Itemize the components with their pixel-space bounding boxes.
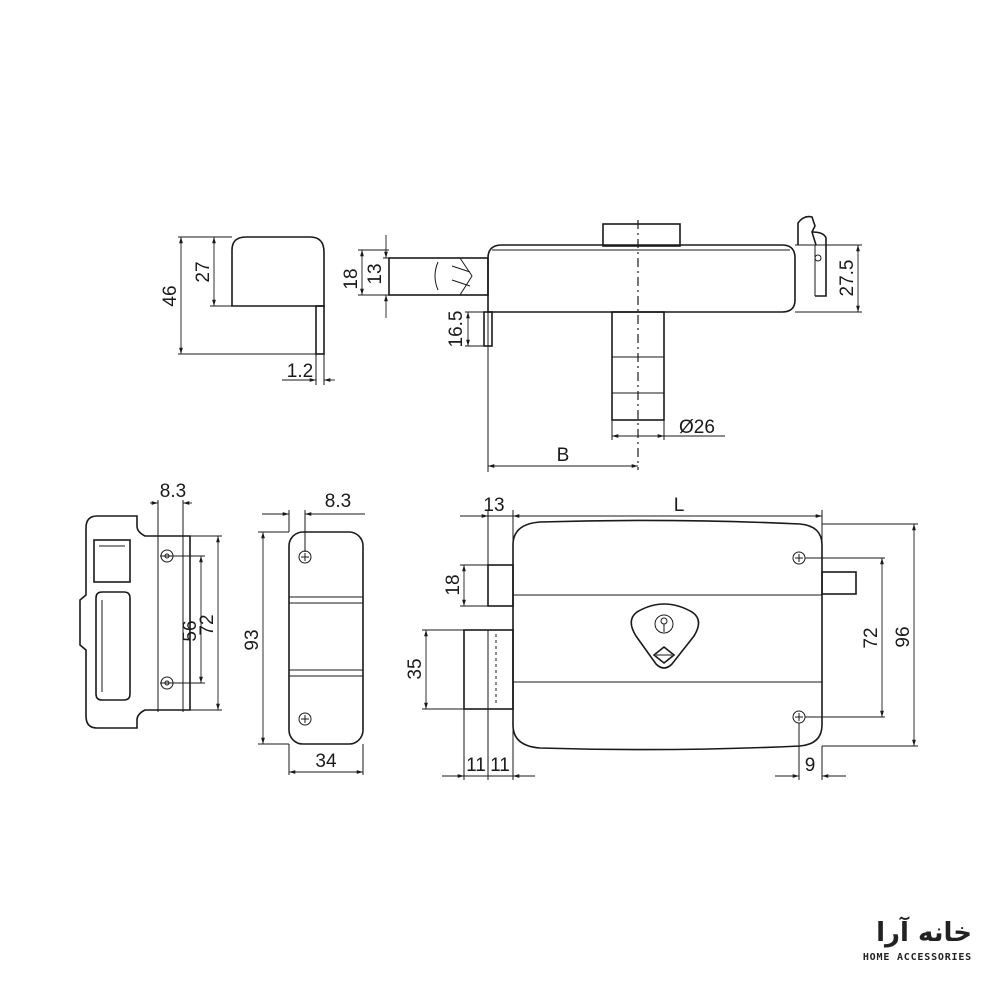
dim-bolt-inner: 13: [365, 263, 386, 284]
dim-cylinder-diameter: Ø26: [679, 417, 715, 438]
dim-body-hole-spacing: 72: [861, 627, 882, 648]
face-plate-view: [79, 500, 222, 729]
dim-strike-height: 46: [160, 285, 181, 306]
dim-keeper-height: 93: [242, 629, 263, 650]
brand-logo-persian: خانه آرا: [876, 918, 972, 948]
dim-plate-hole-offset: 8.3: [160, 481, 186, 502]
keeper-front-view: [258, 510, 365, 775]
dim-body-hole-inset: 9: [805, 755, 816, 776]
brand-tagline: HOME ACCESSORIES: [862, 952, 972, 963]
dim-latch-height: 35: [405, 658, 426, 679]
dim-latch-width-a: 11: [466, 755, 486, 776]
dim-keeper-width: 34: [315, 751, 337, 772]
dim-deadbolt-height: 18: [443, 574, 464, 595]
dim-backset: B: [557, 445, 570, 466]
dim-handle-gap: 27.5: [837, 260, 858, 297]
dim-body-height: 96: [893, 626, 914, 647]
strike-side-view: [178, 236, 335, 385]
dim-bolt-height: 18: [341, 268, 362, 289]
dim-strike-upper: 27: [193, 261, 214, 282]
dim-latch-width-b: 11: [490, 755, 510, 776]
dim-bolt-offset: 16.5: [446, 311, 467, 348]
lock-top-view: [358, 215, 862, 472]
dim-bolt-projection: 13: [483, 495, 504, 516]
dim-plate-hole-spacing-b: 72: [197, 614, 218, 635]
dim-body-length: L: [674, 495, 685, 516]
dim-keeper-hole-offset: 8.3: [325, 491, 351, 512]
dim-plate-hole-spacing-a: 56: [180, 620, 201, 641]
lock-front-view: [422, 510, 918, 780]
dim-strike-thickness: 1.2: [287, 361, 313, 382]
